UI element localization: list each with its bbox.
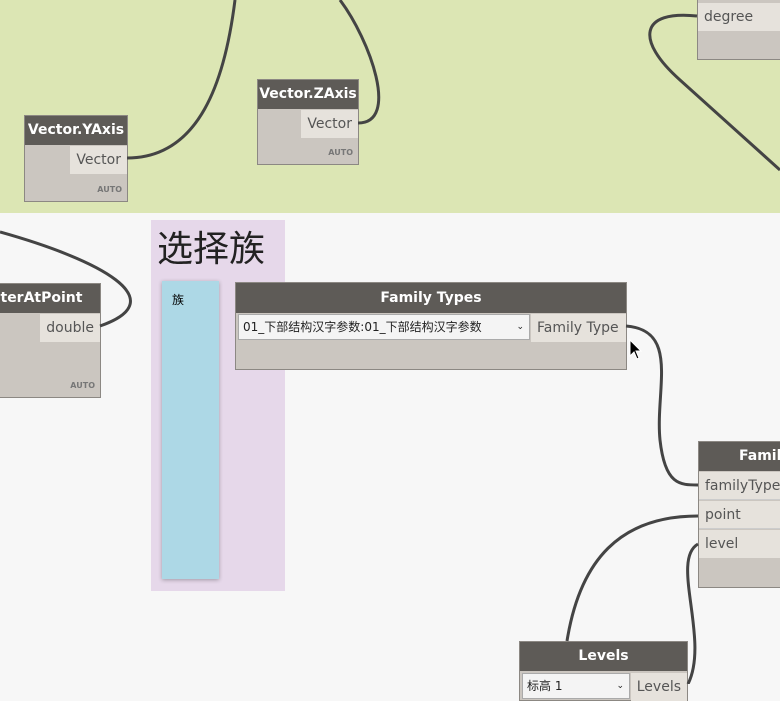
input-port-point[interactable]: point: [699, 501, 780, 529]
output-port-double[interactable]: double: [40, 314, 100, 342]
output-port-vector[interactable]: Vector: [301, 110, 358, 138]
lacing-label: AUTO: [97, 185, 122, 194]
node-vector-zaxis[interactable]: Vector.ZAxis Vector AUTO: [257, 79, 359, 165]
dropdown-value: 标高 1: [527, 679, 563, 693]
node-title: Vector.YAxis: [25, 116, 127, 145]
group-title: 选择族: [157, 229, 266, 270]
wire: [565, 514, 699, 642]
group-select-family[interactable]: 选择族 族: [151, 220, 285, 591]
node-family-types[interactable]: Family Types 01_下部结构汉字参数:01_下部结构汉字参数 ⌄ Fa…: [235, 282, 627, 370]
chevron-down-icon: ⌄: [616, 681, 624, 691]
node-title: Family: [699, 442, 780, 471]
dropdown-value: 01_下部结构汉字参数:01_下部结构汉字参数: [243, 320, 482, 334]
node-levels[interactable]: Levels 标高 1 ⌄ Levels: [519, 641, 688, 701]
lacing-label: AUTO: [328, 148, 353, 157]
node-parameter-at-point[interactable]: eterAtPoint double AUTO: [0, 283, 101, 398]
node-family-instance[interactable]: Family familyType point level: [698, 441, 780, 588]
chevron-down-icon: ⌄: [516, 322, 524, 332]
input-port-familytype[interactable]: familyType: [699, 472, 780, 500]
family-type-dropdown[interactable]: 01_下部结构汉字参数:01_下部结构汉字参数 ⌄: [238, 314, 530, 340]
wire: [625, 324, 699, 487]
node-title: Vector.ZAxis: [258, 80, 358, 109]
input-port-degree[interactable]: degree: [698, 3, 780, 31]
wire: [686, 542, 699, 684]
input-port-level[interactable]: level: [699, 530, 780, 558]
output-port-family-type[interactable]: Family Type: [531, 314, 626, 342]
node-title: Levels: [520, 642, 687, 671]
node-vector-yaxis[interactable]: Vector.YAxis Vector AUTO: [24, 115, 128, 202]
levels-dropdown[interactable]: 标高 1 ⌄: [522, 673, 630, 699]
output-port-levels[interactable]: Levels: [630, 673, 687, 701]
node-degree[interactable]: degree: [697, 0, 780, 60]
note[interactable]: 族: [162, 281, 219, 579]
mouse-cursor-icon: [629, 338, 643, 360]
node-title: eterAtPoint: [0, 284, 100, 313]
output-port-vector[interactable]: Vector: [70, 146, 127, 174]
lacing-label: AUTO: [70, 381, 95, 390]
node-title: Family Types: [236, 283, 626, 313]
